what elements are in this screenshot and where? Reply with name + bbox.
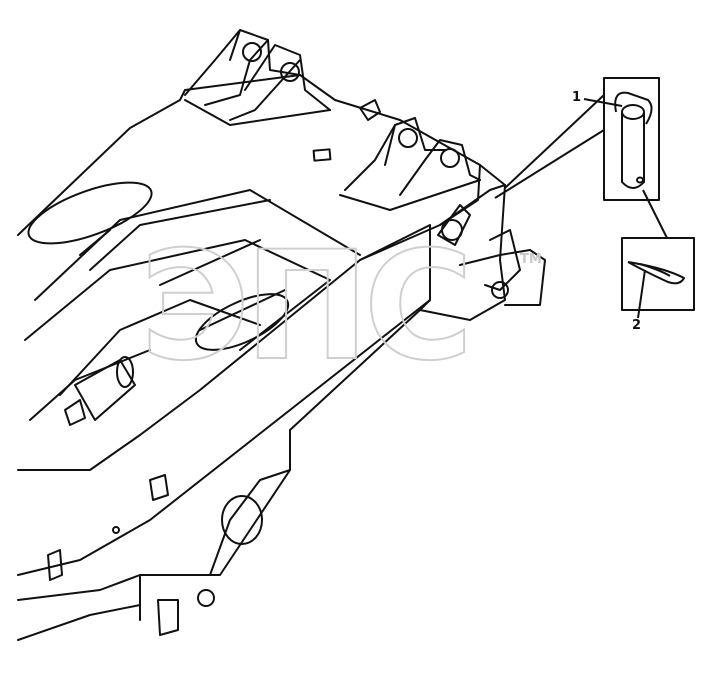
lug-bracket-right: [339, 117, 481, 211]
lug-bracket-left: [184, 29, 331, 126]
pin-icon: [621, 112, 645, 189]
cotter-pin-detail: [621, 189, 695, 319]
pin-detail-box: [603, 77, 660, 201]
watermark-trademark: TM: [520, 252, 542, 267]
callout-label-1: 1: [572, 90, 582, 105]
cotter-pin-icon: [627, 261, 685, 285]
frame-assembly: [17, 29, 546, 641]
watermark-logo: ЭПС: [139, 220, 475, 394]
pin-detail: [494, 77, 660, 201]
cotter-pin-detail-box: [621, 237, 695, 311]
callout-label-2: 2: [632, 318, 642, 333]
